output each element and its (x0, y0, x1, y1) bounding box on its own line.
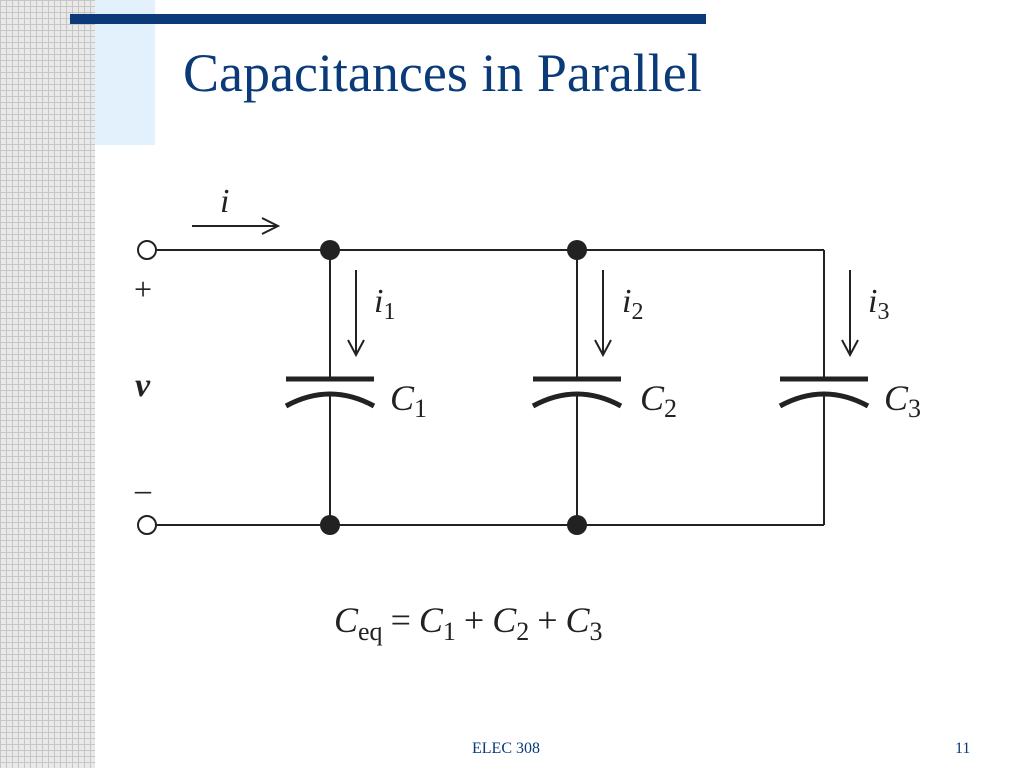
branch1-current-label: i1 (374, 283, 395, 325)
node-top-2 (567, 240, 587, 260)
branch3-current-label: i3 (868, 283, 889, 325)
cap1-label: C1 (390, 378, 427, 423)
node-bottom-2 (567, 515, 587, 535)
plus-sign: + (134, 271, 152, 307)
terminal-bottom (137, 515, 157, 535)
source-current-arrow (192, 217, 281, 235)
equation: Ceq=C1+C2+C3 (334, 600, 603, 646)
minus-sign: – (134, 471, 152, 507)
title-accent-bar (70, 14, 706, 24)
branch2-current-arrow (594, 270, 612, 358)
cap2-label: C2 (640, 378, 677, 423)
node-bottom-1 (320, 515, 340, 535)
branch3-current-arrow (841, 270, 859, 358)
decorative-grid-strip (0, 0, 95, 768)
slide-title: Capacitances in Parallel (183, 43, 702, 103)
cap3-label: C3 (884, 378, 921, 423)
source-current-label: i (220, 183, 229, 220)
branch1-current-arrow (347, 270, 365, 358)
page-number: 11 (955, 740, 971, 757)
terminal-top (137, 240, 157, 260)
footer-course-label: ELEC 308 (472, 740, 540, 757)
branch2-current-label: i2 (622, 283, 643, 325)
voltage-label: v (135, 367, 151, 404)
node-top-1 (320, 240, 340, 260)
decorative-light-block (95, 0, 155, 145)
